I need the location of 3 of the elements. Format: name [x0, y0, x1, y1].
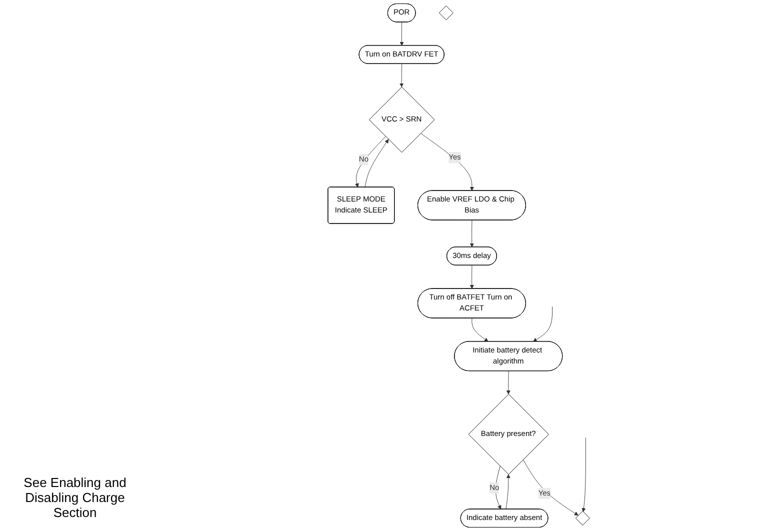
node-diamond — [575, 510, 590, 526]
node-diamond — [438, 6, 454, 20]
note-text: See Enabling and Disabling Charge Section — [22, 475, 128, 520]
